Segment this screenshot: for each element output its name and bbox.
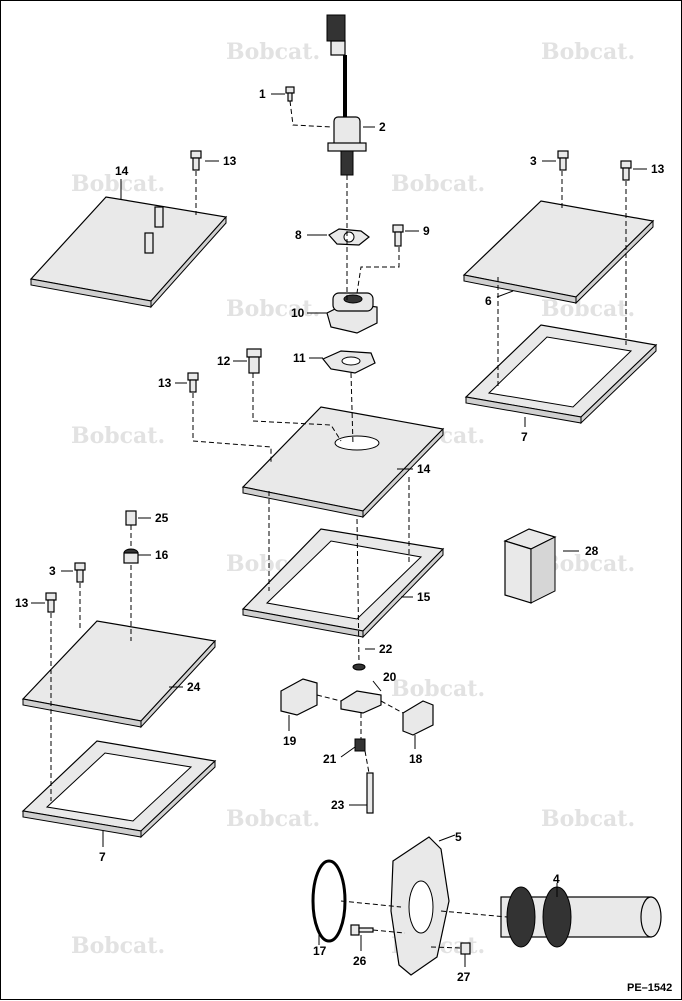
- callout-13: 13: [158, 376, 172, 390]
- sprocket-plate-5: [390, 836, 450, 976]
- spring-21: [354, 738, 366, 752]
- callout-2: 2: [379, 120, 386, 134]
- callout-14: 14: [417, 462, 431, 476]
- block-18: [402, 700, 434, 736]
- bolt-13: [620, 160, 632, 181]
- cover-plate-24: [21, 620, 217, 729]
- bolt-9: [392, 224, 404, 247]
- callout-13: 13: [223, 154, 237, 168]
- leader-lines: [31, 93, 647, 967]
- callout-14: 14: [115, 164, 129, 178]
- callout-9: 9: [423, 224, 430, 238]
- callout-1: 1: [259, 87, 266, 101]
- callout-18: 18: [409, 752, 423, 766]
- gasket-15: [241, 528, 445, 639]
- cover-plate-14-upper: [29, 196, 228, 309]
- snap-ring-17: [311, 859, 347, 943]
- callout-7: 7: [521, 430, 528, 444]
- sprocket-shaft-4: [500, 886, 662, 948]
- callout-labels: 1 2 3 3 4 5 6 7 7 8 9 10 11 12 13 13 13 …: [15, 87, 665, 984]
- plug-16: [123, 548, 139, 564]
- callout-5: 5: [455, 830, 462, 844]
- callout-23: 23: [331, 798, 345, 812]
- callout-11: 11: [293, 351, 306, 365]
- assembly-lines: [50, 100, 627, 949]
- callout-26: 26: [353, 954, 367, 968]
- bolt-13: [187, 372, 199, 393]
- callout-22: 22: [379, 642, 393, 656]
- solenoid-valve: [326, 14, 367, 176]
- callout-16: 16: [155, 548, 169, 562]
- callout-13: 13: [651, 162, 665, 176]
- callout-19: 19: [283, 734, 297, 748]
- watermark: Bobcat.: [71, 171, 165, 197]
- watermark: Bobcat.: [226, 806, 320, 832]
- callout-28: 28: [585, 544, 599, 558]
- callout-24: 24: [187, 680, 201, 694]
- slider-20: [340, 690, 382, 714]
- callout-8: 8: [295, 228, 302, 242]
- bolt-3: [74, 562, 86, 583]
- watermark: Bobcat.: [71, 423, 165, 449]
- valve-body-10: [326, 292, 378, 334]
- callout-3: 3: [49, 564, 56, 578]
- cover-plate-14-middle: [241, 406, 445, 519]
- callout-27: 27: [457, 970, 471, 984]
- seal-22: [352, 663, 366, 671]
- callout-3: 3: [530, 154, 537, 168]
- bolt-1: [285, 86, 295, 102]
- callout-13: 13: [15, 596, 29, 610]
- callout-17: 17: [313, 944, 327, 958]
- watermark: Bobcat.: [541, 39, 635, 65]
- nut-27: [460, 942, 471, 955]
- figure-reference: PE–1542: [627, 982, 672, 994]
- block-19: [280, 678, 318, 716]
- callout-7: 7: [99, 850, 106, 864]
- bolt-3: [557, 150, 569, 171]
- watermark: Bobcat.: [541, 551, 635, 577]
- watermark: Bobcat.: [391, 171, 485, 197]
- callout-25: 25: [155, 511, 169, 525]
- watermark: Bobcat.: [226, 296, 320, 322]
- watermark: Bobcat.: [391, 676, 485, 702]
- gasket-7-upper: [464, 324, 658, 425]
- bolt-13: [190, 150, 202, 171]
- fitting-25: [125, 510, 137, 526]
- watermark: Bobcat.: [541, 296, 635, 322]
- callout-21: 21: [323, 752, 337, 766]
- cover-plate-6: [462, 200, 655, 305]
- pin-23: [366, 772, 374, 814]
- callout-6: 6: [485, 294, 492, 308]
- watermark: Bobcat.: [71, 933, 165, 959]
- callout-12: 12: [217, 354, 231, 368]
- bolt-13: [45, 592, 57, 613]
- callout-15: 15: [417, 590, 431, 604]
- callout-20: 20: [383, 670, 397, 684]
- watermark: Bobcat.: [226, 39, 320, 65]
- part-28-box: [503, 528, 557, 604]
- callout-4: 4: [553, 872, 560, 886]
- bolt-26: [350, 924, 374, 936]
- pin-12: [246, 348, 262, 374]
- gasket-7-lower: [21, 740, 217, 839]
- callout-10: 10: [291, 306, 305, 320]
- watermark: Bobcat.: [541, 806, 635, 832]
